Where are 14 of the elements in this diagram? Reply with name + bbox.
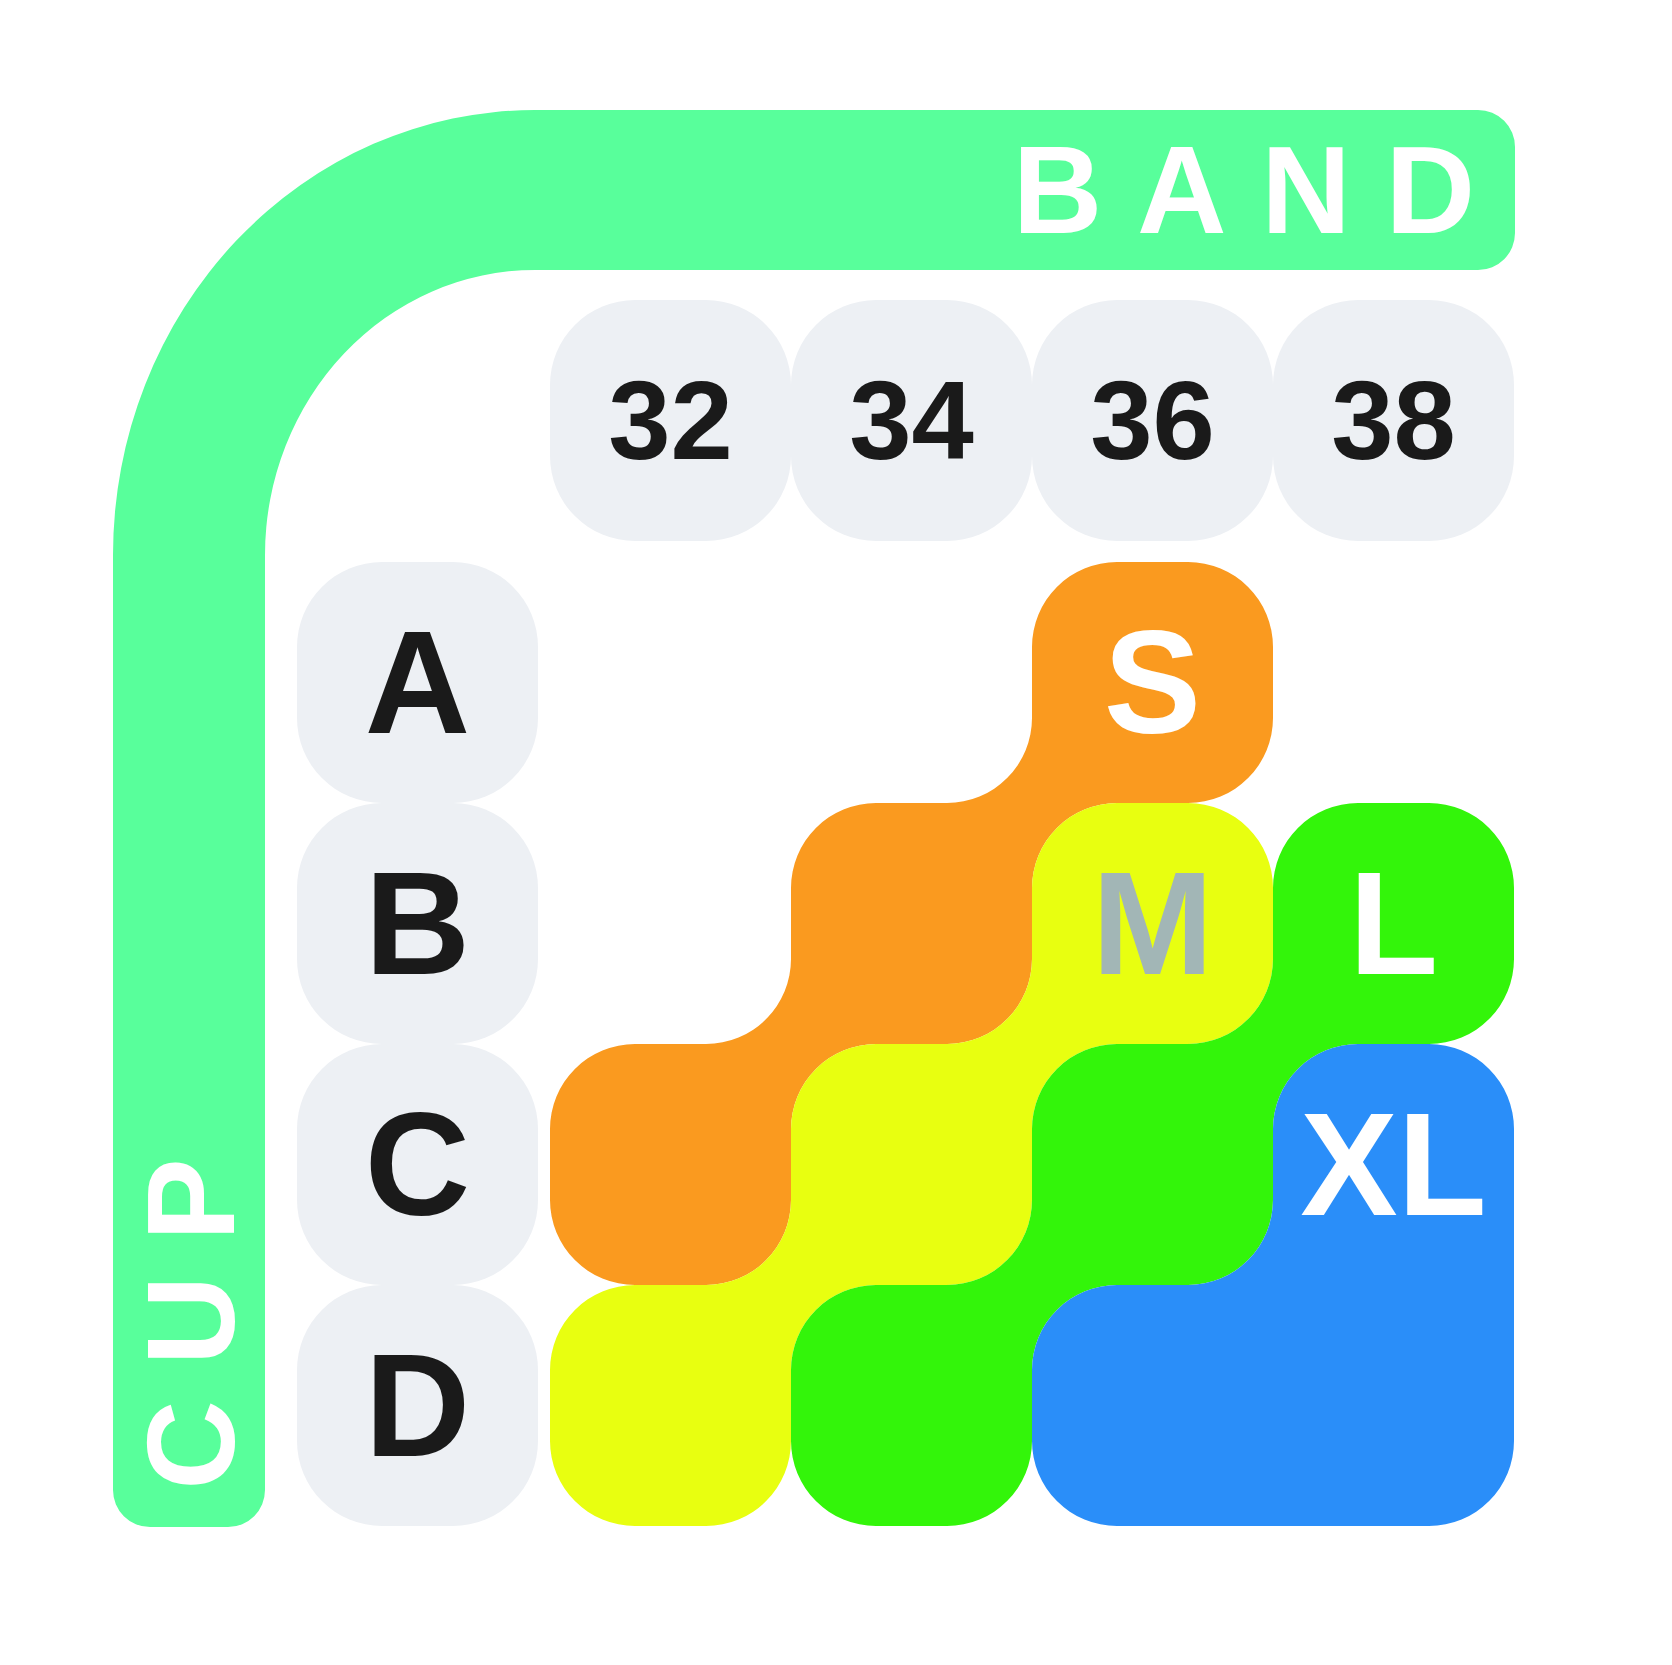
size-label: 32 — [608, 364, 733, 477]
size-label: XL — [1300, 1091, 1487, 1238]
axis-title: CUP — [129, 1123, 253, 1490]
size-label: 38 — [1331, 364, 1456, 477]
axis-title: BAND — [1012, 128, 1510, 252]
size-label: D — [364, 1332, 471, 1479]
size-label: 36 — [1090, 364, 1215, 477]
size-label: A — [364, 609, 471, 756]
size-label: 34 — [849, 364, 974, 477]
size-label: M — [1091, 850, 1214, 997]
size-label: S — [1103, 609, 1202, 756]
size-label: C — [364, 1091, 471, 1238]
size-label: L — [1348, 850, 1439, 997]
size-label: B — [364, 850, 471, 997]
